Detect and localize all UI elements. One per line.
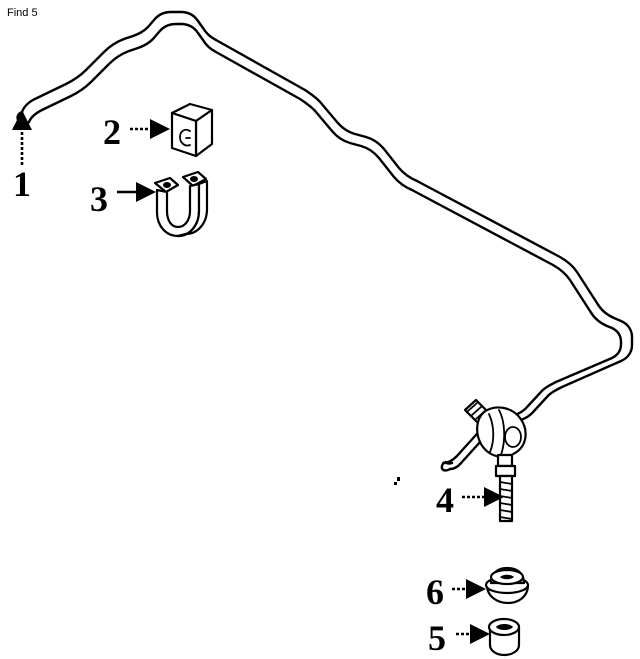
callout-6[interactable]: 6 [426,572,486,612]
callout-4[interactable]: 4 [436,480,504,520]
link-shank-thread-2 [499,488,513,492]
stabilizer-bar-upper-edge [20,10,634,471]
find-label: Find 5 [7,7,38,19]
callout-1[interactable]: 1 [12,110,32,204]
link-nut [494,464,517,478]
link-shank-thread-1 [499,481,513,485]
bushing-cylinder-bore [496,624,513,630]
callout-6-arrowhead [466,579,486,599]
link-shank-thread-4 [499,502,513,506]
stabilizer-bar-right-tip [440,461,452,472]
link-housing-seam-1 [488,413,495,453]
stabilizer-bar-lower-edge [27,22,623,465]
retainer-bore [500,574,514,580]
bracket-strap-front [155,182,201,238]
callout-2-arrowhead [150,119,170,139]
callout-4-number: 4 [436,480,454,520]
link-upper-stud-thread-2 [471,406,482,416]
bracket-right-hole [190,176,198,182]
link-shank-thread-5 [499,509,513,513]
bushing-bore [179,128,191,147]
bracket-left-hole [163,182,171,188]
callout-3-arrowhead [136,182,156,202]
callout-6-number: 6 [426,572,444,612]
link-housing-boss [504,426,522,448]
callout-3[interactable]: 3 [90,179,156,219]
callout-1-arrowhead [12,110,32,130]
scan-speck-2 [394,482,397,485]
callout-5-arrowhead [470,624,490,644]
scan-speck [397,477,400,481]
callout-3-number: 3 [90,179,108,219]
link-shank-thread-6 [499,516,513,520]
stabilizer-bar-right-tip-inner [444,460,454,465]
callout-4-arrowhead [484,487,504,507]
callout-2[interactable]: 2 [103,112,170,152]
link-housing-seam-2 [498,409,506,456]
callout-1-number: 1 [13,164,31,204]
callout-5[interactable]: 5 [428,618,490,658]
link-ball-housing [476,406,527,458]
bracket-strap-side [176,179,209,238]
link-upper-stud-thread-1 [467,402,478,412]
callout-5-number: 5 [428,618,446,658]
callout-2-number: 2 [103,112,121,152]
